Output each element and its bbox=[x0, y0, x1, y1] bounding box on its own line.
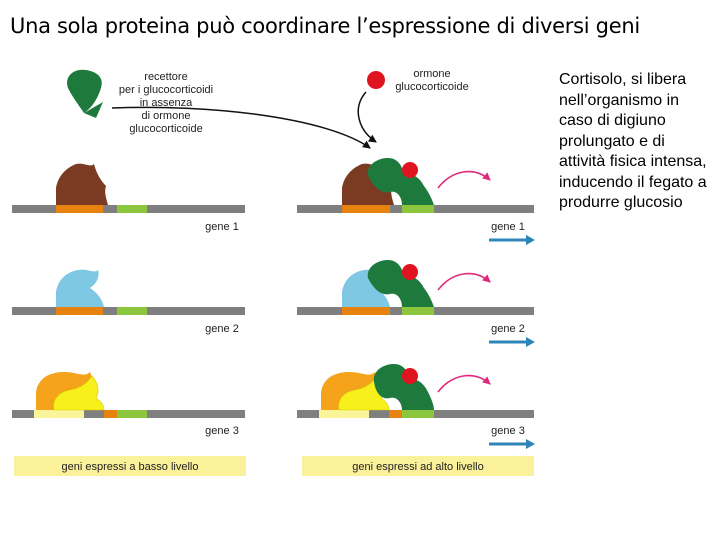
hormone-label: ormone glucocorticoide bbox=[395, 68, 468, 93]
transcription-arrow-gene2 bbox=[437, 272, 491, 291]
dna-gene1-left bbox=[12, 205, 245, 213]
svg-text:glucocorticoide: glucocorticoide bbox=[395, 81, 468, 93]
bound-receptor-gene3 bbox=[373, 364, 434, 410]
right-panel: gene 1 gene 2 bbox=[297, 158, 535, 476]
caption-high-box bbox=[302, 456, 534, 476]
free-receptor-icon bbox=[67, 69, 103, 118]
receptor-to-complex-arrow bbox=[111, 106, 371, 149]
expression-arrow-gene1 bbox=[489, 235, 535, 245]
regulatory-protein-gene3-orange bbox=[36, 372, 92, 410]
svg-text:glucocorticoide: glucocorticoide bbox=[129, 123, 202, 135]
dna-gene2-right bbox=[297, 307, 534, 315]
regulatory-protein-gene3-orange-right bbox=[321, 372, 377, 410]
svg-text:di ormone: di ormone bbox=[142, 110, 191, 122]
regulatory-protein-gene1 bbox=[56, 163, 108, 205]
bound-hormone-gene2 bbox=[402, 264, 418, 280]
dna-gene3-right bbox=[297, 410, 534, 418]
transcription-arrow-gene1 bbox=[437, 170, 491, 189]
dna-gene1-right bbox=[297, 205, 534, 213]
gene-label-1-right: gene 1 bbox=[491, 221, 525, 233]
regulatory-protein-gene3-yellow bbox=[53, 375, 105, 411]
svg-text:in assenza: in assenza bbox=[140, 97, 193, 109]
gene-label-3-left: gene 3 bbox=[205, 425, 239, 437]
bound-hormone-gene3 bbox=[402, 368, 418, 384]
dna-gene2-left bbox=[12, 307, 245, 315]
dna-gene3-left bbox=[12, 410, 245, 418]
page-title: Una sola proteina può coordinare l’espre… bbox=[10, 14, 640, 38]
svg-text:per i glucocorticoidi: per i glucocorticoidi bbox=[119, 84, 213, 96]
svg-text:recettore: recettore bbox=[144, 71, 187, 83]
regulatory-protein-gene2 bbox=[56, 269, 104, 307]
hormone-arrow bbox=[357, 91, 377, 143]
gene-label-2-right: gene 2 bbox=[491, 323, 525, 335]
svg-text:ormone: ormone bbox=[413, 68, 450, 80]
gene-label-halo: gene 1 bbox=[205, 221, 239, 233]
caption-low-box bbox=[14, 456, 246, 476]
cortisol-description: Cortisolo, si libera nell’organismo in c… bbox=[559, 71, 707, 211]
gene-label-1-left: gene 1 bbox=[205, 221, 239, 233]
gene-label-2-left: gene 2 bbox=[205, 323, 239, 335]
bound-receptor-gene2 bbox=[367, 260, 434, 307]
gene-label-3-right: gene 3 bbox=[491, 425, 525, 437]
bound-receptor-gene1 bbox=[367, 158, 434, 205]
caption-low: geni espressi a basso livello bbox=[62, 461, 199, 473]
bound-hormone-gene1 bbox=[402, 162, 418, 178]
hormone-icon bbox=[367, 71, 385, 89]
expression-arrow-gene2 bbox=[489, 337, 535, 347]
caption-high: geni espressi ad alto livello bbox=[352, 461, 483, 473]
transcription-arrow-gene3 bbox=[437, 374, 491, 393]
receptor-label: recettore per i glucocorticoidi in assen… bbox=[119, 71, 213, 135]
expression-arrow-gene3 bbox=[489, 439, 535, 449]
left-panel: gene 1 gene 1 gene 2 gene 3 geni espress… bbox=[12, 163, 246, 476]
